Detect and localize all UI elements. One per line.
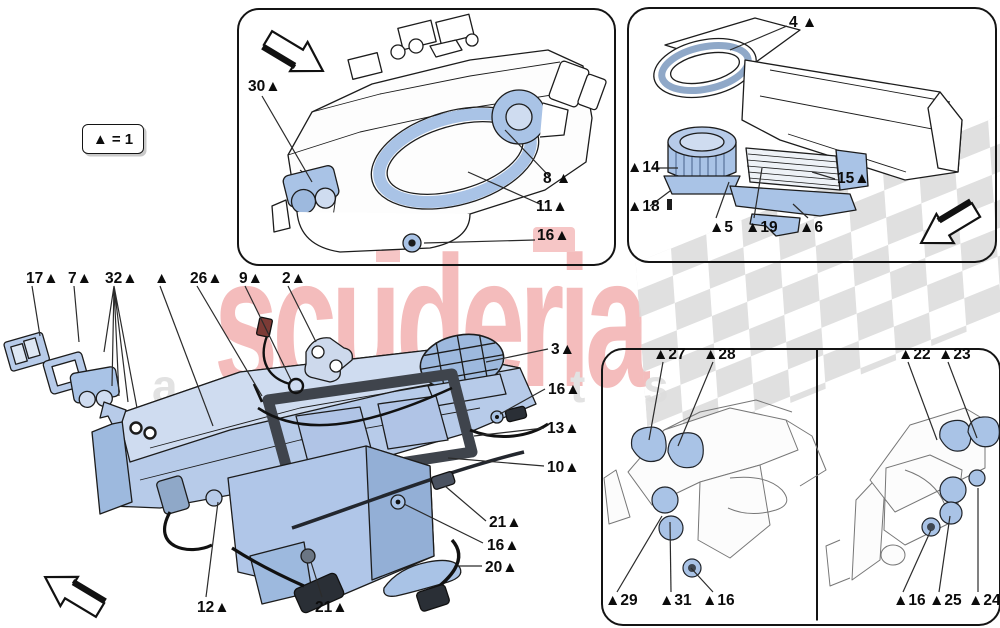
callout-5: ▲5 (709, 219, 733, 236)
callout-27: ▲27 (653, 346, 686, 363)
callout-10: 10▲ (547, 459, 580, 476)
callout-14: ▲14 (627, 159, 660, 176)
callout-15: 15▲ (837, 170, 870, 187)
panel-top-left-bg (237, 8, 612, 262)
callout-21-b: 21▲ (315, 599, 348, 616)
callout-16-c: 16▲ (487, 537, 520, 554)
callout-7: 7▲ (68, 270, 92, 287)
callout-29: ▲29 (605, 592, 638, 609)
watermark-letter: r (500, 360, 518, 412)
callout-9: 9▲ (239, 270, 263, 287)
main-assembly-art (3, 316, 549, 614)
callout-16-b: 16▲ (548, 381, 581, 398)
callout-17: 17▲ (26, 270, 59, 287)
watermark-letter: p (358, 360, 387, 412)
callout-triangle: ▲ (154, 270, 170, 287)
callout-31: ▲31 (659, 592, 692, 609)
watermark-letter: c (85, 360, 111, 412)
callout-3: 3▲ (551, 341, 575, 358)
callout-11: 11▲ (536, 198, 568, 215)
panel-bottom-right-bg (601, 348, 997, 622)
callout-16-a: 16▲ (537, 227, 570, 244)
callout-6: ▲6 (799, 219, 823, 236)
callout-16-d: ▲16 (702, 592, 735, 609)
legend-box: ▲ = 1 (82, 124, 144, 154)
watermark-letter: a (152, 360, 178, 412)
callout-21-a: 21▲ (489, 514, 522, 531)
callout-18: ▲18 (627, 198, 660, 215)
watermark-letter: a (428, 360, 454, 412)
callout-25: ▲25 (929, 592, 962, 609)
callout-24: ▲24 (968, 592, 1000, 609)
callout-26: 26▲ (190, 270, 223, 287)
callout-4: 4 ▲ (789, 14, 818, 31)
direction-arrow-nw (43, 575, 107, 619)
callout-32: 32▲ (105, 270, 138, 287)
callout-13: 13▲ (547, 420, 580, 437)
callout-30: 30▲ (248, 78, 281, 95)
callout-23: ▲23 (938, 346, 971, 363)
legend-label: ▲ = 1 (92, 130, 134, 148)
callout-2: 2▲ (282, 270, 306, 287)
callout-16-e: ▲16 (893, 592, 926, 609)
callout-22: ▲22 (898, 346, 931, 363)
callout-20: 20▲ (485, 559, 518, 576)
callout-19: ▲19 (745, 219, 778, 236)
callout-8: 8 ▲ (543, 170, 572, 187)
callout-28: ▲28 (703, 346, 736, 363)
callout-12: 12▲ (197, 599, 230, 616)
watermark-letter: r (222, 360, 240, 412)
